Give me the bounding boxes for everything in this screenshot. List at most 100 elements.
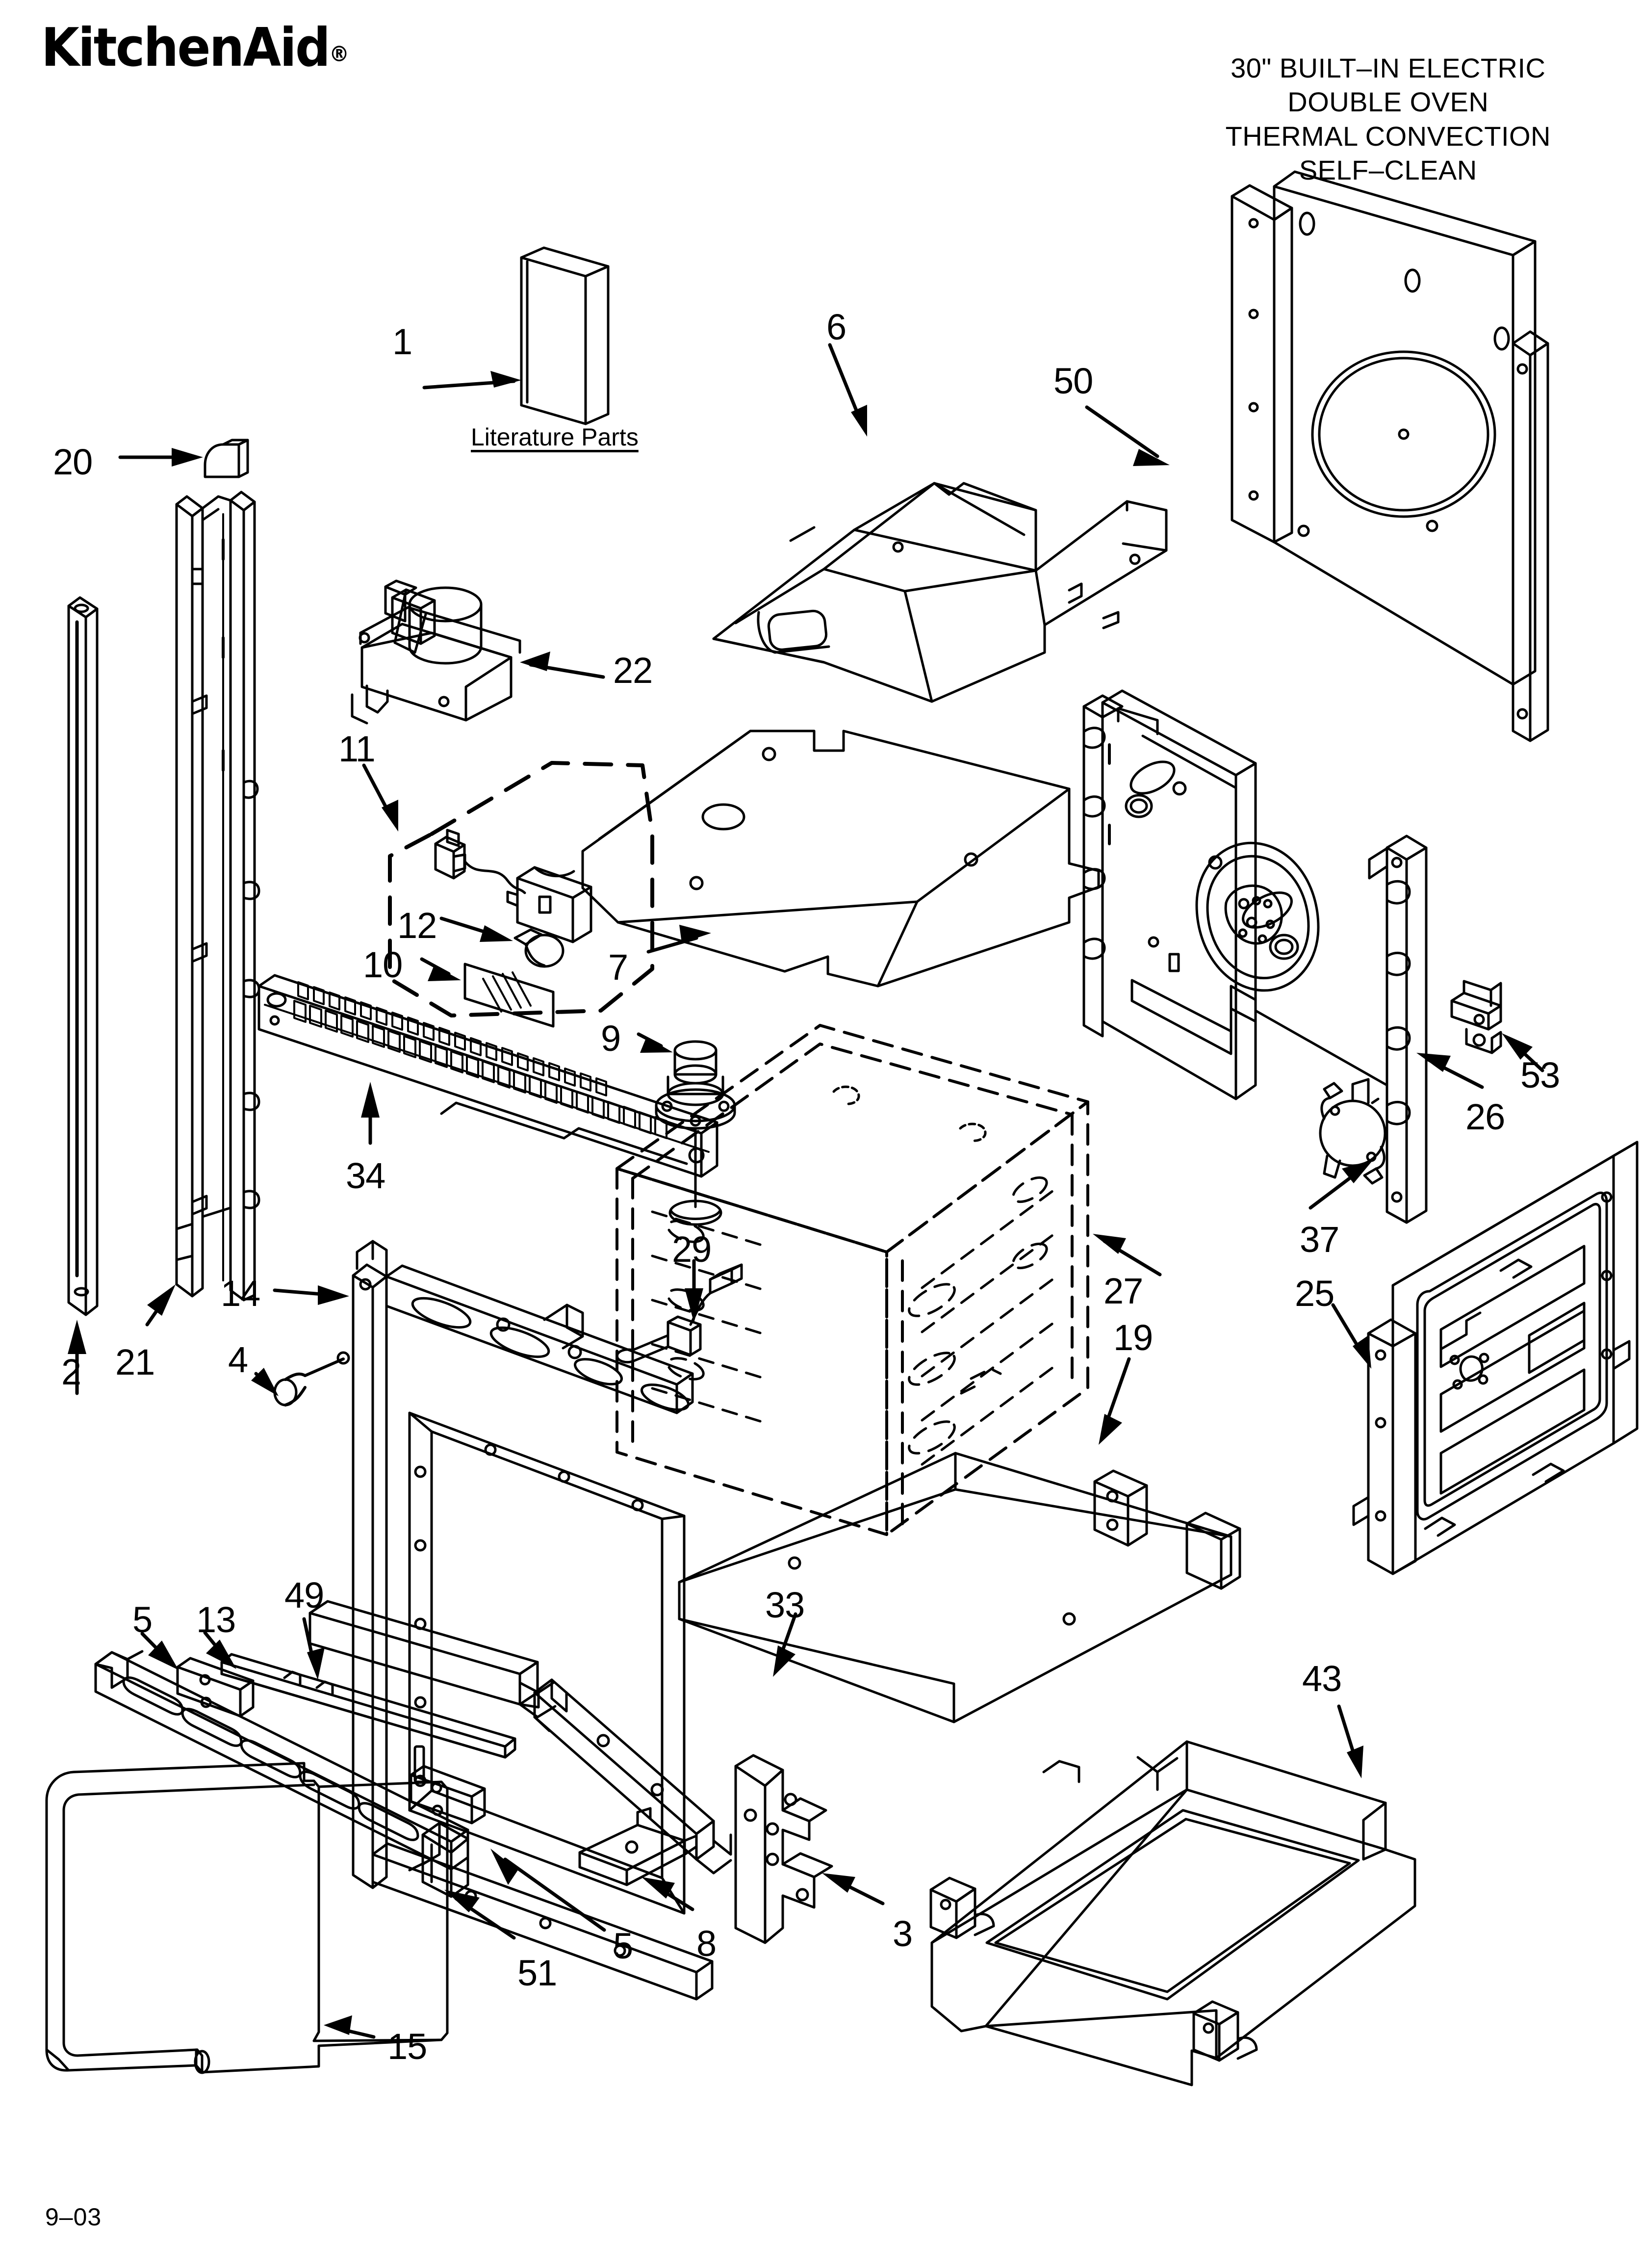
- leader-arrow-7: [646, 925, 711, 954]
- part-vent-trim-cover: [712, 482, 1168, 703]
- part-oven-temperature-sensor: [616, 1263, 743, 1364]
- part-bottom-rail-channel: [533, 1678, 732, 1875]
- callout-number-12[interactable]: 12: [397, 905, 437, 946]
- leader-arrow-13: [203, 1631, 236, 1669]
- leader-arrow-6: [828, 343, 867, 437]
- callout-number-1[interactable]: 1: [392, 321, 412, 362]
- leader-arrow-53: [1502, 1033, 1544, 1072]
- callout-number-25[interactable]: 25: [1295, 1273, 1334, 1314]
- leader-arrow-5-upper: [140, 1632, 179, 1670]
- part-plug-button: [273, 1351, 350, 1407]
- leader-arrow-12: [439, 916, 513, 942]
- part-light-bulb: [513, 928, 564, 968]
- leader-arrow-49: [302, 1617, 325, 1680]
- part-vent-grille: [257, 974, 718, 1178]
- part-convection-fan-motor: [655, 1040, 736, 1226]
- part-mounting-clip: [578, 1807, 698, 1886]
- callout-number-34[interactable]: 34: [346, 1155, 385, 1196]
- part-side-trim-rail: [175, 491, 260, 1302]
- date-code: 9–03: [45, 2203, 102, 2231]
- callout-number-13[interactable]: 13: [196, 1599, 236, 1640]
- kitchenaid-logo: KitchenAid®: [41, 22, 349, 75]
- callout-number-33[interactable]: 33: [765, 1585, 805, 1625]
- callout-number-9[interactable]: 9: [601, 1018, 621, 1059]
- part-shelf-divider-panel: [678, 1452, 1241, 1723]
- part-rear-panel-insulation: [1231, 170, 1549, 742]
- part-door-gasket: [45, 1762, 449, 2074]
- callout-number-14[interactable]: 14: [221, 1273, 260, 1314]
- title-line-3: THERMAL CONVECTION: [1225, 120, 1551, 152]
- callout-number-6[interactable]: 6: [826, 307, 847, 347]
- part-oven-cavity-liner: [616, 1024, 1089, 1536]
- leader-arrow-11: [362, 763, 398, 832]
- callout-number-3[interactable]: 3: [893, 1913, 913, 1954]
- callout-number-51[interactable]: 51: [517, 1953, 557, 1993]
- registered-trademark-icon: ®: [329, 42, 350, 67]
- callout-number-37[interactable]: 37: [1300, 1219, 1339, 1260]
- leader-arrow-1: [422, 371, 521, 390]
- part-door-handle-end-cap: [204, 439, 249, 478]
- leader-arrow-27: [1093, 1234, 1162, 1277]
- title-line-2: DOUBLE OVEN: [1287, 86, 1489, 118]
- part-door-lock-motor-assembly: [351, 579, 521, 725]
- leader-arrow-4: [251, 1368, 279, 1396]
- leader-arrow-9: [637, 1032, 673, 1053]
- callout-number-7[interactable]: 7: [608, 947, 628, 988]
- callout-number-2[interactable]: 2: [61, 1352, 81, 1392]
- diagram-title: 30" BUILT–IN ELECTRIC DOUBLE OVEN THERMA…: [1226, 51, 1551, 187]
- part-door-handle-rod: [67, 596, 99, 1316]
- callout-number-43[interactable]: 43: [1302, 1658, 1342, 1699]
- brand-name: KitchenAid: [41, 17, 331, 78]
- part-oven-front-frame: [352, 1240, 714, 2001]
- callout-number-26[interactable]: 26: [1465, 1096, 1505, 1137]
- callout-number-5-upper[interactable]: 5: [132, 1599, 153, 1640]
- leader-arrow-3: [822, 1873, 885, 1905]
- leader-arrow-8: [641, 1877, 694, 1911]
- title-line-1: 30" BUILT–IN ELECTRIC: [1231, 52, 1546, 83]
- callout-number-50[interactable]: 50: [1053, 361, 1093, 401]
- callout-number-5-lower[interactable]: 5: [613, 1926, 633, 1966]
- callout-number-29[interactable]: 29: [672, 1229, 712, 1270]
- part-oven-light-socket: [434, 829, 526, 894]
- part-side-panel: [1352, 1141, 1639, 1575]
- leader-arrow-15: [324, 2015, 376, 2039]
- callout-number-19[interactable]: 19: [1113, 1317, 1153, 1358]
- leader-arrow-10: [420, 957, 461, 981]
- leader-arrow-21: [145, 1284, 176, 1327]
- leader-arrow-25: [1331, 1303, 1371, 1369]
- leader-arrow-26: [1416, 1053, 1484, 1089]
- part-bottom-pan-frame: [929, 1740, 1416, 2086]
- leader-arrow-22: [520, 652, 605, 679]
- part-light-lens: [463, 963, 555, 1028]
- oven-cavity-rack-embossments: [651, 1085, 1056, 1466]
- leader-arrow-19: [1099, 1357, 1131, 1445]
- callout-number-8[interactable]: 8: [696, 1923, 717, 1964]
- part-corner-trim-piece: [94, 1650, 469, 1898]
- callout-number-22[interactable]: 22: [613, 650, 653, 691]
- callout-number-21[interactable]: 21: [115, 1342, 155, 1382]
- leader-arrow-5-lower: [490, 1849, 606, 1932]
- literature-parts-label: Literature Parts: [471, 423, 639, 451]
- callout-number-10[interactable]: 10: [363, 944, 403, 985]
- callout-number-20[interactable]: 20: [53, 442, 93, 482]
- part-trim-block-lower: [410, 1765, 486, 1825]
- leader-arrow-14: [273, 1285, 349, 1305]
- leader-arrow-33: [773, 1612, 797, 1677]
- part-support-bracket: [734, 1754, 833, 1944]
- callout-number-53[interactable]: 53: [1520, 1055, 1560, 1095]
- leader-arrow-2: [68, 1320, 86, 1395]
- part-oven-light-assembly-boundary: [388, 761, 654, 1017]
- part-front-trim-strip: [220, 1600, 557, 1759]
- leader-arrow-43: [1337, 1704, 1363, 1778]
- callout-number-4[interactable]: 4: [228, 1339, 248, 1380]
- callout-number-27[interactable]: 27: [1103, 1271, 1143, 1311]
- leader-arrow-29: [685, 1259, 703, 1323]
- leader-arrow-20: [118, 448, 203, 467]
- callout-number-49[interactable]: 49: [284, 1575, 324, 1616]
- leader-arrow-34: [361, 1082, 380, 1145]
- callout-number-11[interactable]: 11: [338, 729, 376, 769]
- part-rear-support-rail: [1082, 689, 1428, 1224]
- callout-number-15[interactable]: 15: [387, 2026, 427, 2067]
- part-use-and-care-guide: [520, 246, 610, 425]
